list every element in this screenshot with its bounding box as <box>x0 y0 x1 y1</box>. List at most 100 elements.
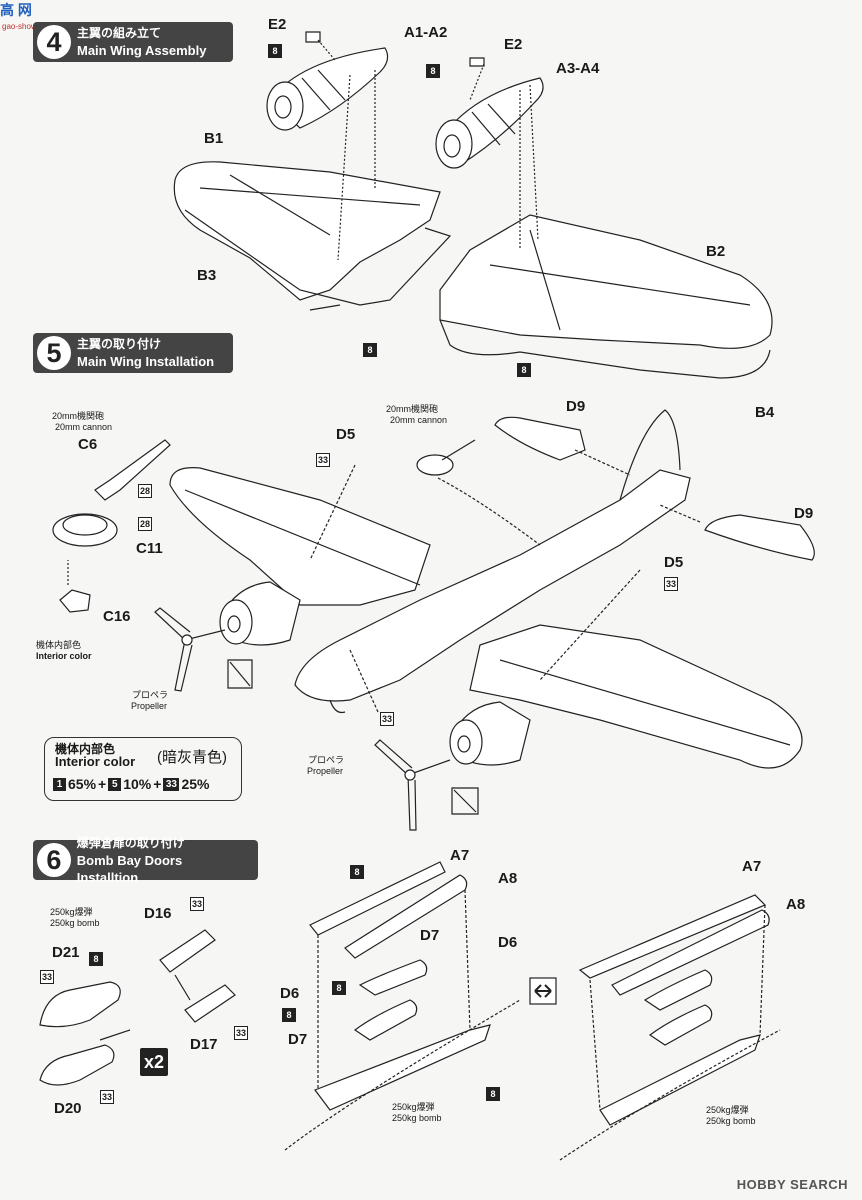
part-label-a1a2: A1-A2 <box>404 24 448 41</box>
mix-percent: 25% <box>181 776 210 792</box>
aircraft-right-wing <box>469 624 803 769</box>
color-code: 28 <box>138 517 152 531</box>
step-number: 6 <box>37 843 71 877</box>
bomb-label-jp-2: 250kg爆弾 <box>392 1102 435 1112</box>
bomb-assembly <box>39 929 236 1086</box>
color-code: 28 <box>138 484 152 498</box>
mix-title-jp: 機体内部色 <box>55 742 116 756</box>
part-label-b4: B4 <box>755 404 775 421</box>
part-label-a7: A7 <box>450 847 470 864</box>
mix-plus: + <box>153 776 162 792</box>
color-code: 33 <box>380 712 394 726</box>
color-code: 8 <box>363 343 377 357</box>
quantity-x2-badge: x2 <box>140 1048 168 1076</box>
color-code: 8 <box>268 44 282 58</box>
engine-right <box>449 701 531 766</box>
step-title-en: Main Wing Assembly <box>77 43 207 58</box>
aircraft-left-wing <box>169 467 431 606</box>
color-code: 8 <box>89 952 103 966</box>
color-code: 8 <box>517 363 531 377</box>
part-label-b1: B1 <box>204 130 224 147</box>
part-label-d9-b: D9 <box>794 505 814 522</box>
step-title-jp: 主翼の組み立て <box>77 26 162 40</box>
step-4-header: 4 主翼の組み立て Main Wing Assembly <box>33 22 233 62</box>
cannon-label-jp: 20mm機関砲 <box>52 411 105 421</box>
part-label-a8: A8 <box>498 870 518 887</box>
cannon-label-jp-2: 20mm機関砲 <box>386 404 439 414</box>
cannon-label-en-2: 20mm cannon <box>390 415 448 425</box>
bomb-label-jp: 250kg爆弾 <box>50 907 93 917</box>
step-5-header: 5 主翼の取り付け Main Wing Installation <box>33 333 233 373</box>
color-code: 33 <box>664 577 678 591</box>
part-label-a3a4: A3-A4 <box>556 60 600 77</box>
color-code: 33 <box>100 1090 114 1104</box>
step-title-jp: 主翼の取り付け <box>77 337 162 351</box>
part-label-c16: C16 <box>103 608 131 625</box>
part-label-a8-b: A8 <box>786 896 806 913</box>
alternate-option-icon <box>529 977 557 1005</box>
color-code: 8 <box>282 1008 296 1022</box>
part-label-d21: D21 <box>52 944 80 961</box>
part-label-d7: D7 <box>420 927 440 944</box>
mix-percent: 65% <box>68 776 97 792</box>
mix-color-code: 33 <box>163 777 180 791</box>
interior-color-mix-box: 機体内部色 Interior color (暗灰青色) 1 65% + 5 10… <box>44 737 242 801</box>
propeller-label-en: Propeller <box>131 701 168 711</box>
part-label-d16: D16 <box>144 905 172 922</box>
part-label-d9: D9 <box>566 398 586 415</box>
color-code: 33 <box>40 970 54 984</box>
cannon-assembly <box>52 439 476 613</box>
part-label-e2: E2 <box>268 16 287 33</box>
watermark-url: gao-show.com <box>2 22 54 31</box>
mix-color-code: 1 <box>53 777 66 791</box>
step-number: 4 <box>37 25 71 59</box>
step-6-header: 6 爆弾倉扉の取り付け Bomb Bay Doors Installtion <box>33 836 258 885</box>
mix-color-code: 5 <box>108 777 122 791</box>
interior-color-jp: 機体内部色 <box>36 640 82 650</box>
engine-left <box>219 581 301 646</box>
part-label-d7-b: D7 <box>288 1031 308 1048</box>
color-code: 8 <box>486 1087 500 1101</box>
left-wing-b1-b3 <box>173 161 452 311</box>
propeller-label-en-2: Propeller <box>307 766 344 776</box>
part-label-b2: B2 <box>706 243 726 260</box>
part-label-d17: D17 <box>190 1036 218 1053</box>
cannon-label-en: 20mm cannon <box>55 422 113 432</box>
step-title-jp: 爆弾倉扉の取り付け <box>76 835 185 850</box>
part-label-d6-b: D6 <box>280 985 300 1002</box>
color-code: 8 <box>426 64 440 78</box>
part-label-e2-b: E2 <box>504 36 523 53</box>
color-code: 33 <box>316 453 330 467</box>
propeller-right <box>374 739 451 831</box>
bomb-label-jp-3: 250kg爆弾 <box>706 1105 749 1115</box>
step-title-en: Main Wing Installation <box>77 354 215 369</box>
part-label-d5: D5 <box>336 426 356 443</box>
interior-color-en: Interior color <box>36 651 92 661</box>
part-label-c6: C6 <box>78 436 98 453</box>
bomb-bay-right <box>559 894 781 1161</box>
engine-nacelle-a1a2 <box>266 47 389 131</box>
part-label-d20: D20 <box>54 1100 82 1117</box>
propeller-label-jp-2: プロペラ <box>308 755 345 765</box>
part-label-c11: C11 <box>136 540 163 557</box>
bomb-bay-left <box>284 861 521 1151</box>
tailplane-d9 <box>494 416 815 561</box>
mix-percent: 10% <box>123 776 152 792</box>
mix-formula: 1 65% + 5 10% + 33 25% <box>53 776 209 792</box>
aircraft-fuselage <box>294 409 691 714</box>
step-number: 5 <box>37 336 71 370</box>
part-label-d6: D6 <box>498 934 518 951</box>
color-code: 8 <box>350 865 364 879</box>
part-label-b3: B3 <box>197 267 217 284</box>
part-label-a7-b: A7 <box>742 858 762 875</box>
propeller-label-jp: プロペラ <box>132 690 169 700</box>
bomb-label-en-2: 250kg bomb <box>392 1113 442 1123</box>
color-code: 33 <box>190 897 204 911</box>
propeller-left <box>154 607 226 692</box>
footer-watermark: HOBBY SEARCH <box>736 1177 848 1192</box>
mix-title-en: Interior color <box>55 754 136 769</box>
right-wing-b2-b4 <box>439 214 773 379</box>
engine-nacelle-a3a4 <box>435 77 544 169</box>
step-title-en: Bomb Bay Doors Installtion <box>76 852 183 885</box>
mix-color-name: (暗灰青色) <box>157 749 227 766</box>
